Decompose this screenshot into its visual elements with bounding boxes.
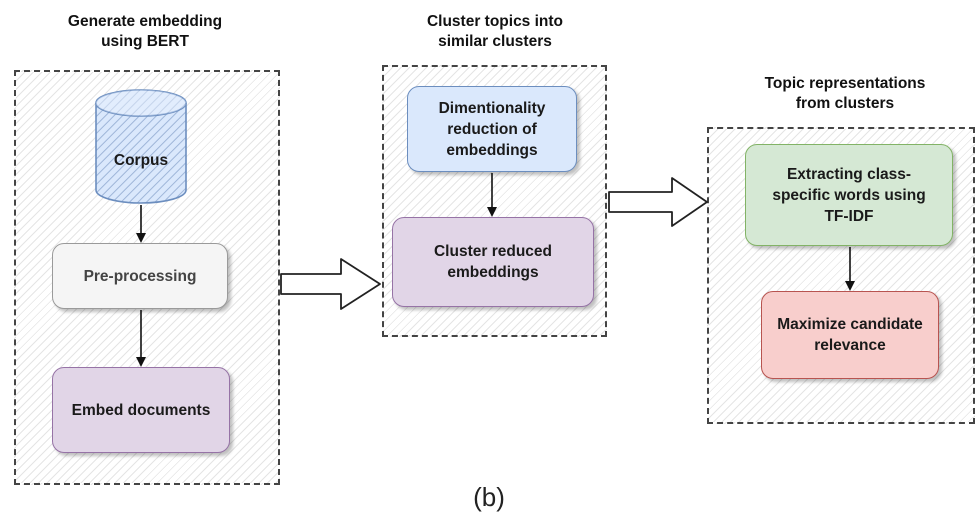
dimensionality-reduction-line1: Dimentionality [438, 99, 546, 117]
stage1-heading-line1: Generate embedding [67, 13, 223, 30]
embed-documents-node: Embed documents [52, 367, 230, 453]
maximize-relevance-line2: relevance [814, 337, 886, 354]
pre-processing-node: Pre-processing [52, 243, 228, 309]
cluster-reduced-node: Cluster reduced embeddings [392, 217, 594, 307]
maximize-relevance-node: Maximize candidate relevance [761, 291, 939, 379]
stage2-heading-line1: Cluster topics into [426, 13, 564, 30]
stage2-heading: Cluster topics into similar clusters [370, 12, 620, 52]
stage2-heading-line2: similar clusters [438, 33, 552, 50]
cluster-reduced-line1: Cluster reduced [433, 243, 552, 260]
cluster-reduced-line2: embeddings [447, 264, 539, 281]
stage1-heading: Generate embedding using BERT [20, 12, 270, 52]
tf-idf-node: Extracting class- specific words using T… [745, 144, 953, 246]
corpus-label: Corpus [113, 152, 169, 169]
block-arrow-stage1-to-stage2 [280, 258, 381, 310]
dimensionality-reduction-line2: reduction of [447, 120, 537, 138]
dimensionality-reduction-node: Dimentionality reduction of embeddings [407, 86, 577, 172]
pre-processing-label: Pre-processing [83, 267, 197, 285]
maximize-relevance-line1: Maximize candidate [777, 316, 923, 333]
stage3-heading-line1: Topic representations [764, 75, 926, 92]
tf-idf-line3: TF-IDF [824, 207, 874, 225]
stage1-heading-line2: using BERT [101, 33, 189, 50]
tf-idf-line1: Extracting class- [786, 165, 912, 183]
stage3-heading: Topic representations from clusters [720, 74, 970, 114]
stage3-heading-line2: from clusters [795, 95, 895, 112]
tf-idf-line2: specific words using [772, 186, 926, 204]
block-arrow-stage2-to-stage3 [608, 177, 708, 227]
figure-caption: (b) [473, 482, 505, 512]
dimensionality-reduction-line3: embeddings [446, 141, 538, 159]
embed-documents-label: Embed documents [71, 401, 211, 419]
